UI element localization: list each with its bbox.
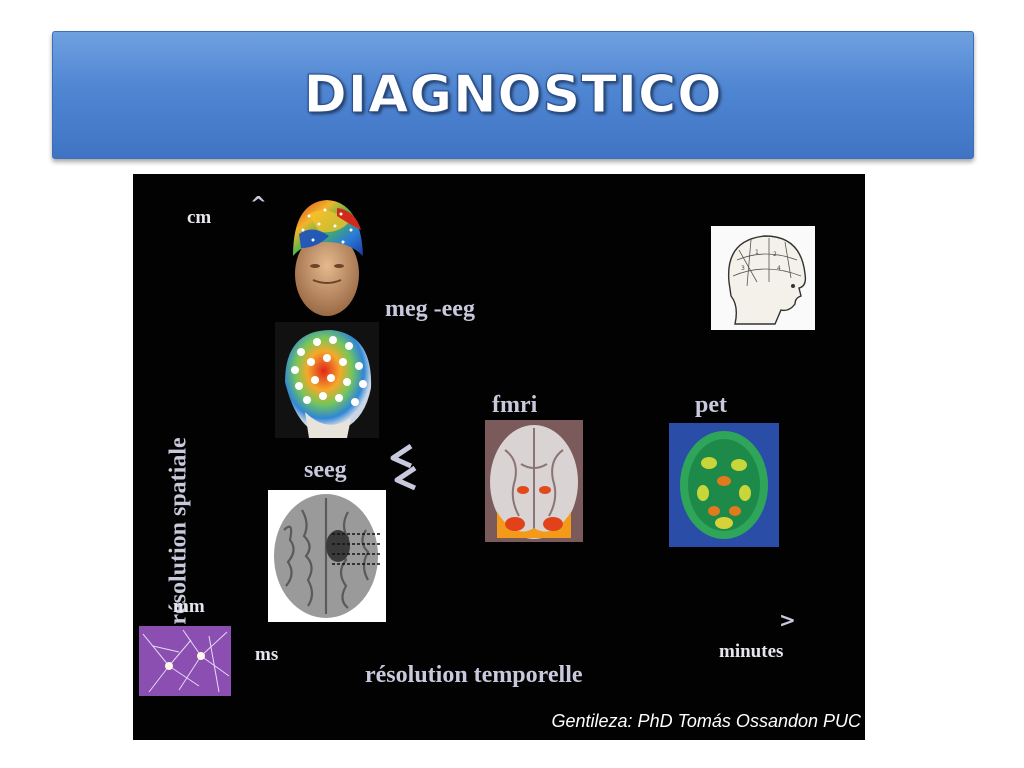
phrenology-head-image: 1 2 3 4: [711, 226, 815, 330]
title-banner: DIAGNOSTICO: [52, 31, 974, 159]
less-than-arrows-icon: [390, 443, 417, 491]
fmri-scan-image: [485, 420, 583, 542]
pet-scan-image: [669, 423, 779, 547]
figure-panel: cm ^ résolution spatiale mm ms résolutio…: [133, 174, 865, 740]
neuron-micrograph-image: [139, 626, 231, 696]
svg-text:2: 2: [773, 251, 777, 258]
image-credit: Gentileza: PhD Tomás Ossandon PUC: [551, 711, 861, 731]
x-tick-ms: ms: [255, 644, 279, 665]
right-arrow-icon: >: [779, 608, 796, 632]
label-pet: pet: [695, 392, 727, 418]
electrode-cap-image: [275, 322, 379, 438]
x-tick-minutes: minutes: [719, 641, 784, 662]
seeg-brain-slice-image: [268, 490, 386, 622]
y-tick-mm: mm: [173, 596, 205, 617]
x-axis-label: résolution temporelle: [365, 662, 583, 688]
svg-text:4: 4: [777, 265, 781, 272]
svg-text:1: 1: [755, 249, 759, 256]
eeg-head-map-image: [293, 200, 363, 316]
label-seeg: seeg: [304, 457, 347, 483]
y-tick-cm: cm: [187, 207, 212, 228]
slide-title: DIAGNOSTICO: [303, 65, 723, 126]
svg-text:3: 3: [741, 265, 745, 272]
up-arrow-icon: ^: [250, 192, 267, 216]
label-meg-eeg: meg -eeg: [385, 296, 475, 322]
label-fmri: fmri: [492, 392, 538, 418]
